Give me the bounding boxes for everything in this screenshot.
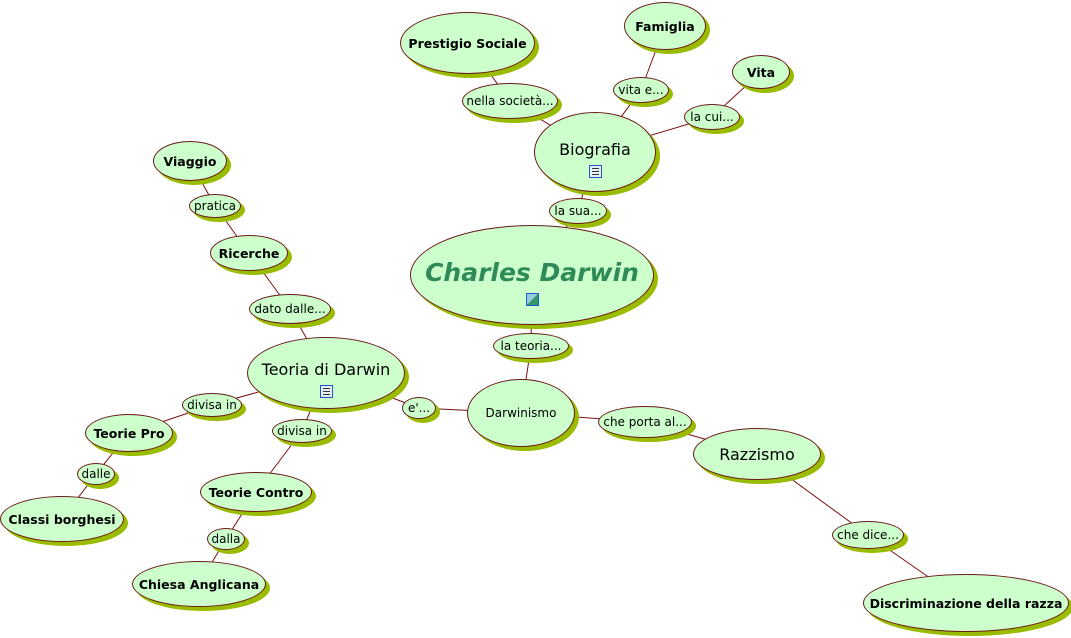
concept-prestigio-sociale[interactable]: Prestigio Sociale (400, 12, 535, 74)
concept-darwinismo[interactable]: Darwinismo (467, 379, 575, 447)
link-divisa-in[interactable]: divisa in (272, 419, 332, 443)
node-label: che porta al... (603, 415, 687, 429)
image-icon[interactable] (525, 293, 539, 306)
node-label: Charles Darwin (425, 258, 639, 287)
concept-teoria-di-darwin[interactable]: Teoria di Darwin (247, 337, 405, 409)
node-label: Prestigio Sociale (408, 35, 527, 51)
concept-famiglia[interactable]: Famiglia (624, 2, 706, 50)
node-label: Razzismo (719, 444, 795, 464)
node-label: Vita (746, 64, 776, 80)
node-label: Teoria di Darwin (261, 360, 391, 379)
node-label: dalle (81, 467, 111, 481)
node-label: Classi borghesi (8, 511, 116, 527)
node-label: pratica (194, 199, 236, 213)
link-nella-societa[interactable]: nella società... (462, 83, 558, 119)
concept-charles-darwin[interactable]: Charles Darwin (410, 225, 654, 325)
node-label: Viaggio (163, 153, 217, 169)
link-vita-e[interactable]: vita e... (613, 77, 669, 103)
node-label: Biografia (559, 140, 631, 159)
link-dato-dalle[interactable]: dato dalle... (249, 294, 331, 324)
link-dalla[interactable]: dalla (207, 528, 245, 550)
concept-chiesa-anglicana[interactable]: Chiesa Anglicana (132, 561, 266, 607)
node-label: Chiesa Anglicana (138, 576, 260, 592)
concept-biografia[interactable]: Biografia (534, 112, 656, 192)
node-label: Famiglia (635, 18, 695, 34)
concept-teorie-pro[interactable]: Teorie Pro (85, 414, 173, 452)
node-label: nella società... (466, 94, 554, 108)
concept-classi-borghesi[interactable]: Classi borghesi (0, 496, 124, 542)
node-label: divisa in (187, 398, 237, 412)
link-la-teoria[interactable]: la teoria... (493, 333, 569, 359)
node-label: Ricerche (218, 245, 280, 261)
node-label: la sua... (554, 204, 602, 218)
node-label: la cui... (690, 110, 734, 124)
concept-razzismo[interactable]: Razzismo (693, 428, 821, 480)
link-divisa-in[interactable]: divisa in (182, 393, 242, 417)
document-icon[interactable] (588, 165, 602, 178)
link-la-sua[interactable]: la sua... (549, 198, 607, 224)
node-label: Teorie Contro (208, 484, 304, 500)
node-label: che dice... (837, 528, 899, 542)
link-dalle[interactable]: dalle (77, 463, 115, 485)
node-label: Darwinismo (485, 406, 557, 420)
concept-discriminazione-della-razza[interactable]: Discriminazione della razza (863, 574, 1069, 632)
link-che-porta-al[interactable]: che porta al... (598, 406, 692, 438)
concept-viaggio[interactable]: Viaggio (153, 141, 227, 181)
document-icon[interactable] (319, 385, 333, 398)
node-label: vita e... (618, 83, 664, 97)
link-pratica[interactable]: pratica (189, 194, 241, 218)
node-label: Teorie Pro (93, 425, 165, 441)
link-e[interactable]: e'... (402, 397, 436, 419)
node-label: la teoria... (500, 339, 562, 353)
concept-ricerche[interactable]: Ricerche (210, 235, 288, 271)
node-label: dato dalle... (254, 302, 326, 316)
node-label: e'... (407, 401, 431, 415)
node-label: Discriminazione della razza (869, 595, 1063, 611)
link-la-cui[interactable]: la cui... (684, 104, 740, 130)
link-che-dice[interactable]: che dice... (832, 521, 904, 549)
concept-teorie-contro[interactable]: Teorie Contro (200, 472, 312, 512)
node-label: dalla (211, 532, 241, 546)
concept-vita[interactable]: Vita (732, 55, 790, 89)
node-label: divisa in (277, 424, 327, 438)
